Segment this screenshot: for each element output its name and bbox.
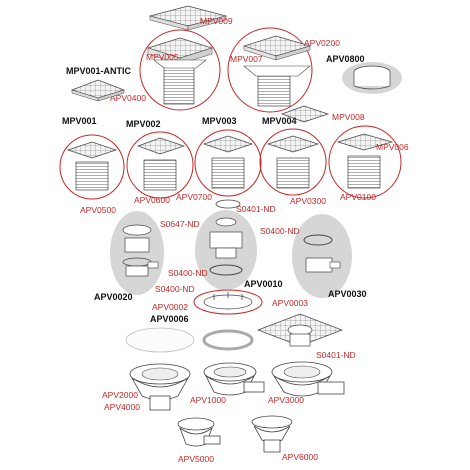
label-apv0002: APV0002	[152, 302, 188, 312]
label-apv3000: APV3000	[268, 395, 304, 405]
label-s0647-nd: S0647-ND	[160, 219, 200, 229]
drain-body-apv3000	[271, 361, 345, 397]
grate-mpv001-antic	[70, 79, 126, 102]
label-apv0100: APV0100	[340, 192, 376, 202]
label-apv0600: APV0600	[134, 195, 170, 205]
circle-group-mpv003	[194, 129, 262, 197]
label-mpv004: MPV004	[262, 116, 297, 126]
label-apv0030: APV0030	[328, 289, 367, 299]
label-mpv001-antic: MPV001-ANTIC	[66, 66, 132, 76]
label-apv0700: APV0700	[176, 192, 212, 202]
label-s0400-nd-b: S0400-ND	[155, 284, 195, 294]
label-s0400-nd-a: S0400-ND	[168, 268, 208, 278]
label-apv0010: APV0010	[244, 279, 283, 289]
label-mpv001: MPV001	[62, 116, 97, 126]
drain-body-mpv005	[146, 37, 214, 105]
label-mpv007: MPV007	[230, 54, 263, 64]
label-apv1000: APV1000	[190, 395, 226, 405]
label-s0400-nd-c: S0400-ND	[260, 226, 300, 236]
drain-body-apv1000	[203, 362, 265, 396]
label-mpv009: MPV009	[200, 16, 233, 26]
label-mpv002: MPV002	[126, 119, 161, 129]
grate-mpv009	[148, 5, 228, 31]
label-apv0003: APV0003	[272, 298, 308, 308]
label-mpv005: MPV005	[146, 52, 179, 62]
label-apv4000: APV4000	[104, 402, 140, 412]
highlight-circle-mpv007	[227, 27, 313, 113]
highlight-circle-mpv005	[139, 29, 221, 111]
label-apv0200: APV0200	[304, 38, 340, 48]
label-apv0300: APV0300	[290, 196, 326, 206]
label-apv6000: APV6000	[282, 452, 318, 462]
label-apv5000: APV5000	[178, 454, 214, 464]
grate-mpv008	[280, 105, 330, 123]
label-apv0800: APV0800	[326, 54, 365, 64]
drain-body-apv6000	[251, 415, 293, 453]
drain-body-mpv007	[242, 35, 312, 107]
part-apv0800	[342, 62, 402, 94]
label-mpv008: MPV008	[332, 112, 365, 122]
label-mpv003: MPV003	[202, 116, 237, 126]
flat-disc	[125, 327, 195, 353]
label-apv0400: APV0400	[110, 93, 146, 103]
grey-oval-apv0010	[195, 210, 257, 290]
part-apv0003	[257, 313, 343, 347]
part-apv0002	[193, 289, 263, 315]
circle-group-mpv004	[259, 128, 327, 196]
grey-oval-apv0020	[110, 211, 164, 295]
drain-body-apv2000	[129, 363, 191, 411]
grey-oval-apv0030	[292, 214, 352, 298]
seal-ring-s0401-nd	[215, 199, 241, 209]
label-apv0500: APV0500	[80, 205, 116, 215]
drain-body-apv5000	[177, 417, 221, 447]
label-s0401-nd-b: S0401-ND	[316, 350, 356, 360]
label-apv0006: APV0006	[150, 314, 189, 324]
label-apv2000: APV2000	[102, 390, 138, 400]
circle-group-mpv006	[328, 125, 402, 199]
circle-group-mpv001	[59, 134, 125, 200]
label-s0401-nd-a: S0401-ND	[236, 204, 276, 214]
label-mpv006: MPV006	[376, 142, 409, 152]
label-apv0020: APV0020	[94, 292, 133, 302]
grey-seal-ring	[202, 329, 254, 351]
circle-group-mpv002	[126, 131, 194, 199]
